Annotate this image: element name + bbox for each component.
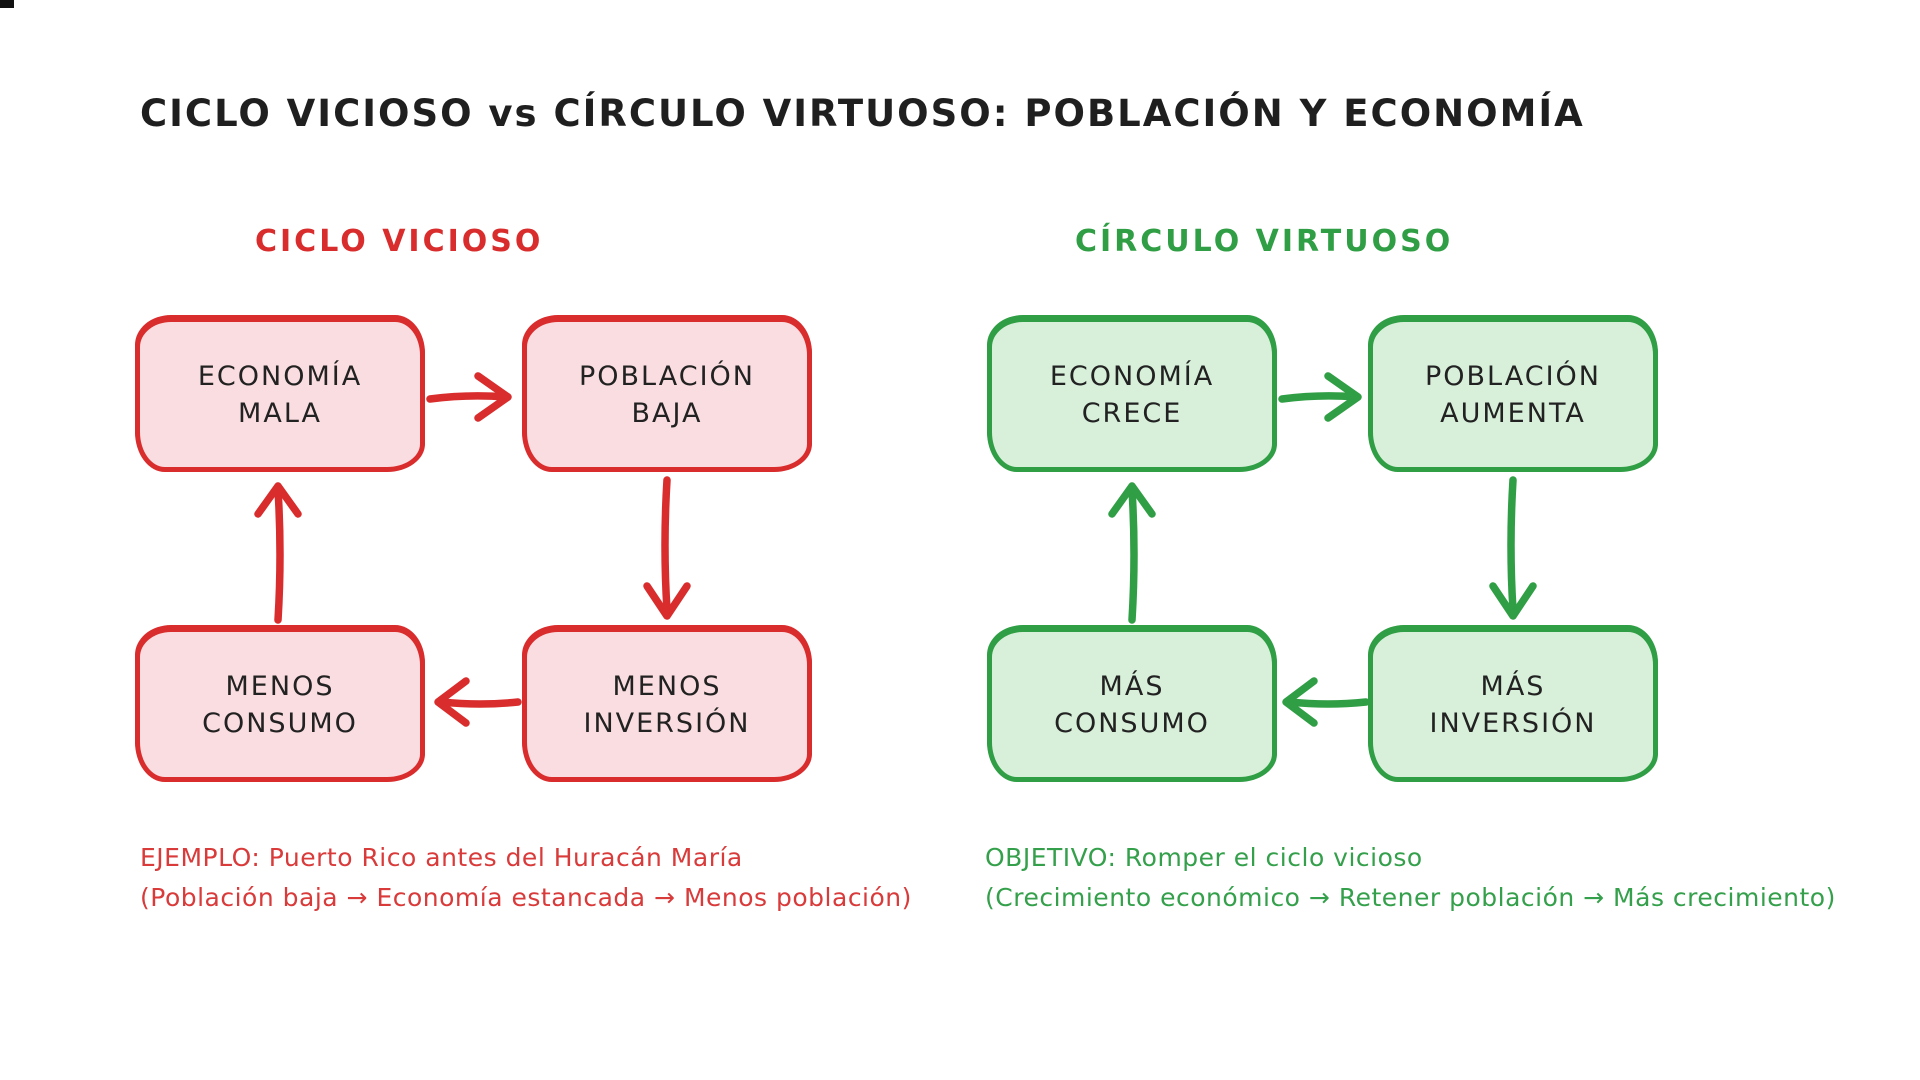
corner-artifact [0,0,14,8]
arrow-menos-inversion-to-menos-consumo [434,677,522,727]
node-menos-consumo: MENOS CONSUMO [135,627,425,782]
vicious-caption-line2: (Población baja → Economía estancada → M… [140,883,912,912]
vicious-cycle-caption: EJEMPLO: Puerto Rico antes del Huracán M… [140,838,912,918]
node-poblacion-aumenta: POBLACIÓN AUMENTA [1368,317,1658,472]
node-mas-consumo: MÁS CONSUMO [987,627,1277,782]
arrow-menos-consumo-to-economia-mala [254,482,302,624]
node-economia-mala: ECONOMÍA MALA [135,317,425,472]
virtuous-cycle-caption: OBJETIVO: Romper el ciclo vicioso (Creci… [985,838,1836,918]
virtuous-caption-line1: OBJETIVO: Romper el ciclo vicioso [985,843,1423,872]
vicious-caption-line1: EJEMPLO: Puerto Rico antes del Huracán M… [140,843,743,872]
node-poblacion-baja: POBLACIÓN BAJA [522,317,812,472]
page-title: CICLO VICIOSO vs CÍRCULO VIRTUOSO: POBLA… [140,92,1585,135]
virtuous-caption-line2: (Crecimiento económico → Retener poblaci… [985,883,1836,912]
virtuous-cycle-heading: CÍRCULO VIRTUOSO [1075,224,1454,259]
arrow-mas-inversion-to-mas-consumo [1282,677,1370,727]
arrow-mas-consumo-to-economia-crece [1108,482,1156,624]
arrow-poblacion-aumenta-to-mas-inversion [1489,476,1537,620]
vicious-cycle-heading: CICLO VICIOSO [255,224,544,259]
arrow-economia-crece-to-poblacion-aumenta [1278,372,1362,422]
arrow-poblacion-baja-to-menos-inversion [643,476,691,620]
node-mas-inversion: MÁS INVERSIÓN [1368,627,1658,782]
node-menos-inversion: MENOS INVERSIÓN [522,627,812,782]
node-economia-crece: ECONOMÍA CRECE [987,317,1277,472]
arrow-economia-mala-to-poblacion-baja [426,372,512,422]
